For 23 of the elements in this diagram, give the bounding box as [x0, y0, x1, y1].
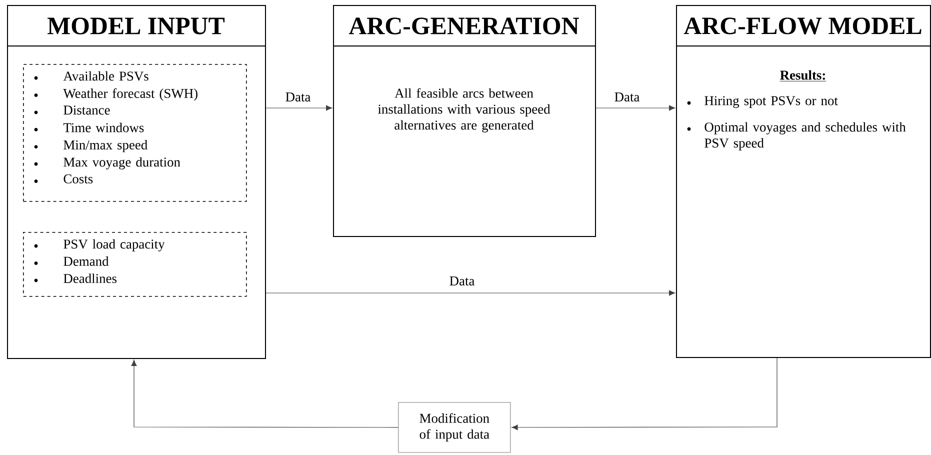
list-item: Demand — [64, 256, 109, 266]
note-box: Modification of input data — [398, 402, 511, 453]
list-item: Costs — [64, 174, 93, 184]
list-item: Distance — [64, 106, 110, 115]
arrow — [266, 290, 676, 296]
edge-label: Data — [613, 92, 641, 102]
arrow — [512, 358, 778, 430]
list-item: Weather forecast (SWH) — [63, 88, 198, 101]
list-item: Time windows — [63, 122, 144, 132]
list-item: Deadlines — [64, 274, 116, 284]
list-item: Max voyage duration — [64, 157, 180, 170]
list-item: Optimal voyages and schedules with PSV speed — [704, 122, 906, 150]
list-item: PSV load capacity — [64, 239, 165, 252]
list-item: Hiring spot PSVs or not — [704, 96, 838, 108]
list-item: Min/max speed — [64, 140, 148, 152]
description: All feasible arcs between installations with various speed alternatives are generated — [378, 88, 550, 132]
edge-label: Data — [448, 276, 476, 286]
arrow — [131, 360, 398, 428]
arrow — [266, 105, 332, 111]
list-item: Available PSVs — [63, 71, 148, 81]
arrow — [596, 105, 676, 111]
results-heading: Results: — [780, 70, 826, 82]
edge-label: Data — [284, 92, 312, 102]
